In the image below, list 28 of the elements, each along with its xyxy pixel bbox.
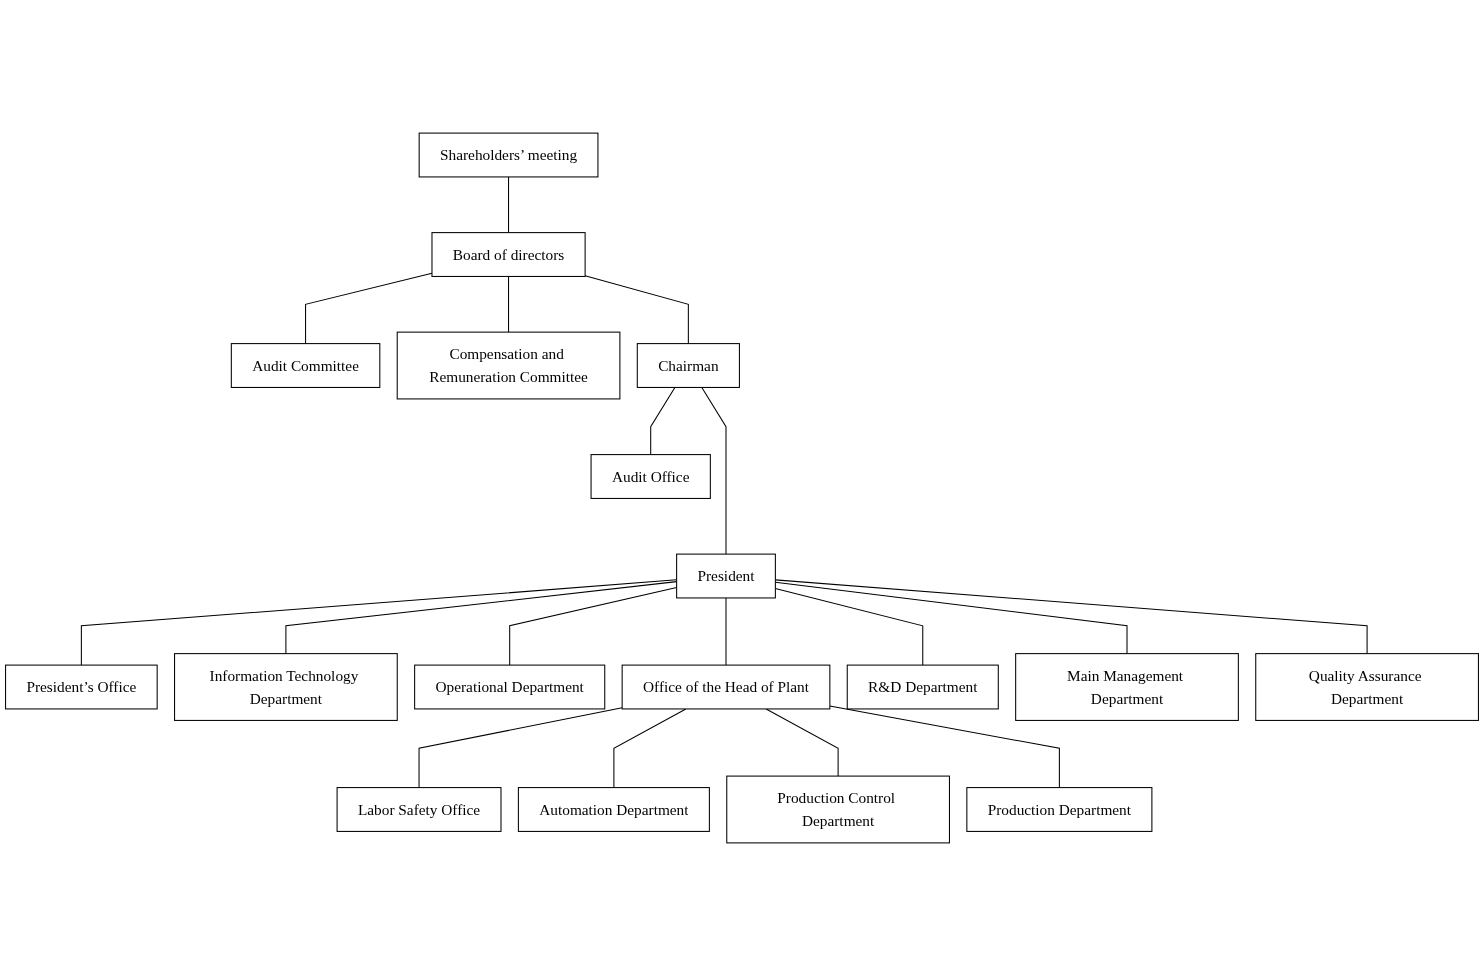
connector bbox=[584, 275, 689, 345]
connector bbox=[508, 275, 510, 333]
connector bbox=[765, 708, 839, 777]
connector bbox=[829, 705, 1060, 789]
node-box: Audit Committee bbox=[230, 343, 381, 388]
node-box: Shareholders’ meeting bbox=[418, 132, 599, 178]
node-box: Automation Department bbox=[517, 787, 710, 832]
connector bbox=[613, 708, 687, 789]
connector bbox=[701, 386, 727, 555]
node-box: Labor Safety Office bbox=[336, 787, 502, 832]
node-box: Compensation and Remuneration Committee bbox=[396, 331, 621, 400]
node-box: Chairman bbox=[636, 343, 740, 388]
connector bbox=[418, 707, 623, 789]
node-box: Quality Assurance Department bbox=[1255, 653, 1479, 721]
node-box: Operational Department bbox=[414, 664, 606, 710]
connector bbox=[508, 176, 510, 234]
node-box: President’s Office bbox=[5, 664, 158, 710]
connector bbox=[650, 386, 676, 456]
connector bbox=[725, 597, 727, 666]
node-box: Main Management Department bbox=[1015, 653, 1239, 721]
node-box: Board of directors bbox=[431, 232, 586, 277]
node-box: Office of the Head of Plant bbox=[621, 664, 831, 710]
node-box: Audit Office bbox=[590, 454, 711, 499]
node-box: Information Technology Department bbox=[174, 653, 398, 721]
node-box: Production Department bbox=[966, 787, 1153, 832]
node-box: Production Control Department bbox=[726, 775, 950, 844]
node-box: R&D Department bbox=[846, 664, 999, 710]
node-box: President bbox=[676, 553, 776, 599]
